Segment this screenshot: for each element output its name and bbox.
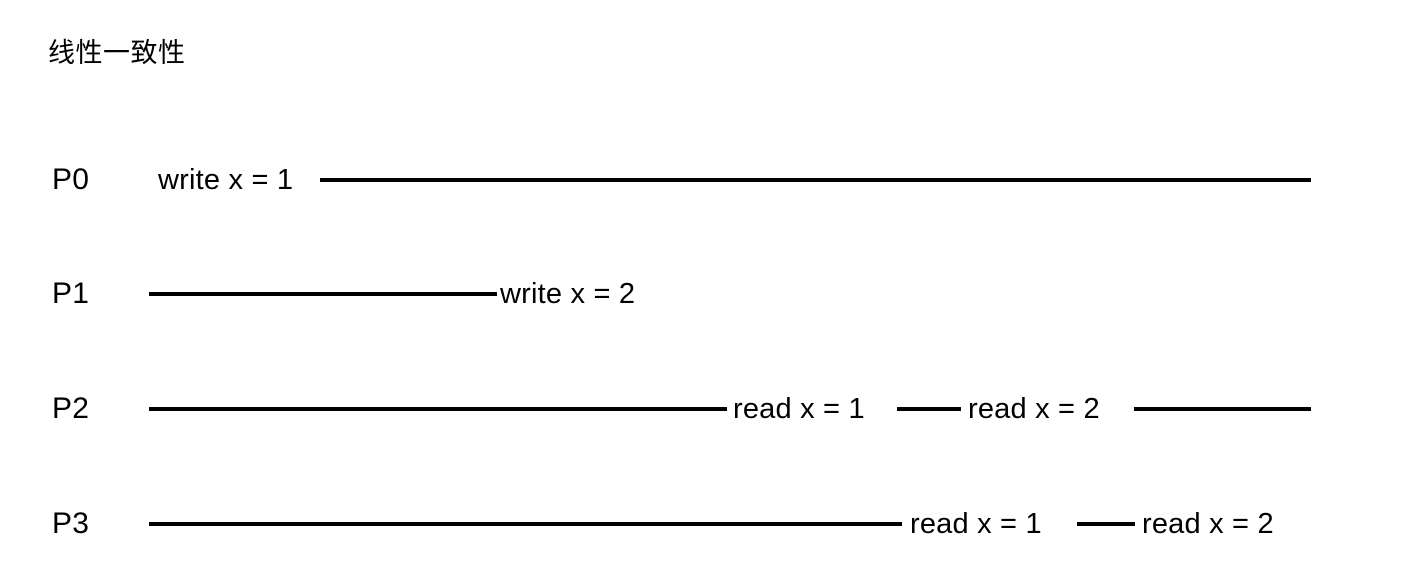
operation-label: write x = 1	[158, 156, 293, 204]
operation-text: read x = 1	[910, 507, 1042, 540]
process-label-p0: P0	[52, 163, 90, 196]
timeline-line-segment	[149, 407, 727, 411]
operation-label: read x = 2	[968, 385, 1100, 433]
timeline-line-segment	[320, 178, 1311, 182]
operation-text: read x = 1	[733, 392, 865, 425]
timeline-row-p3: P3 read x = 1 read x = 2	[0, 500, 1404, 548]
timeline-line-segment	[149, 522, 902, 526]
operation-label: read x = 1	[733, 385, 865, 433]
process-label-p3: P3	[52, 507, 90, 540]
timeline-row-p2: P2 read x = 1 read x = 2	[0, 385, 1404, 433]
timeline-line-segment	[149, 292, 497, 296]
operation-text: write x = 1	[158, 163, 294, 196]
timeline-line-segment	[1134, 407, 1311, 411]
diagram-title: 线性一致性	[48, 38, 186, 68]
timeline-line-segment	[897, 407, 961, 411]
operation-label: read x = 1	[910, 500, 1042, 548]
operation-text: read x = 2	[968, 392, 1100, 425]
operation-label: read x = 2	[1142, 500, 1274, 548]
timeline-line-segment	[1077, 522, 1135, 526]
operation-text: write x = 2	[500, 277, 636, 310]
timeline-row-p1: P1 write x = 2	[0, 270, 1404, 318]
process-label-p2: P2	[52, 392, 90, 425]
operation-text: read x = 2	[1142, 507, 1274, 540]
operation-label: write x = 2	[500, 270, 635, 318]
timeline-row-p0: P0 write x = 1	[0, 156, 1404, 204]
process-label-p1: P1	[52, 277, 90, 310]
